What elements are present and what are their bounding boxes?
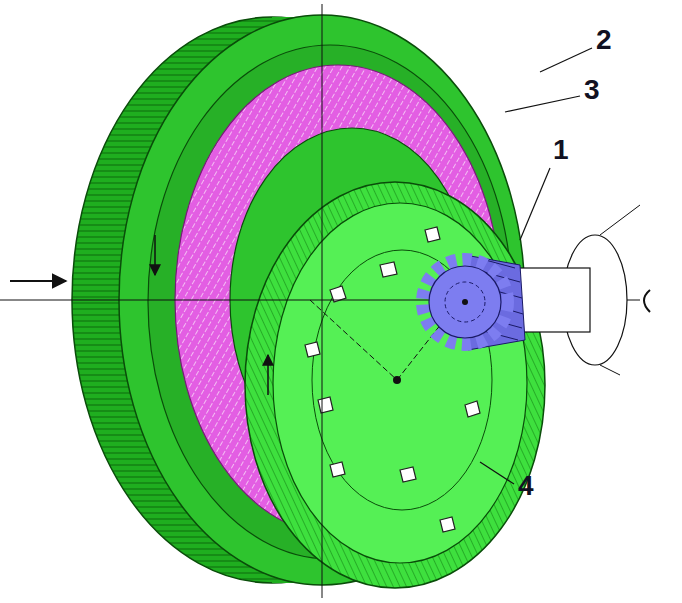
callout-number: 4	[518, 472, 534, 500]
feed-arrow	[10, 280, 66, 282]
leader-lines	[480, 48, 592, 484]
pinion-teeth	[423, 260, 507, 344]
callout-number: 3	[584, 76, 600, 104]
cutter-head	[245, 182, 545, 588]
axis-line	[310, 300, 397, 380]
pinion-centre	[462, 299, 468, 305]
cutter-face	[273, 203, 527, 563]
callout-number: 2	[596, 26, 612, 54]
callout-number: 1	[553, 136, 569, 164]
rotation-arrow	[267, 355, 269, 395]
rotation-arrow	[154, 235, 156, 275]
holder-clip	[644, 290, 650, 312]
axis-line	[322, 4, 323, 598]
pinion-bore	[445, 282, 485, 322]
pinion-face	[429, 266, 501, 338]
